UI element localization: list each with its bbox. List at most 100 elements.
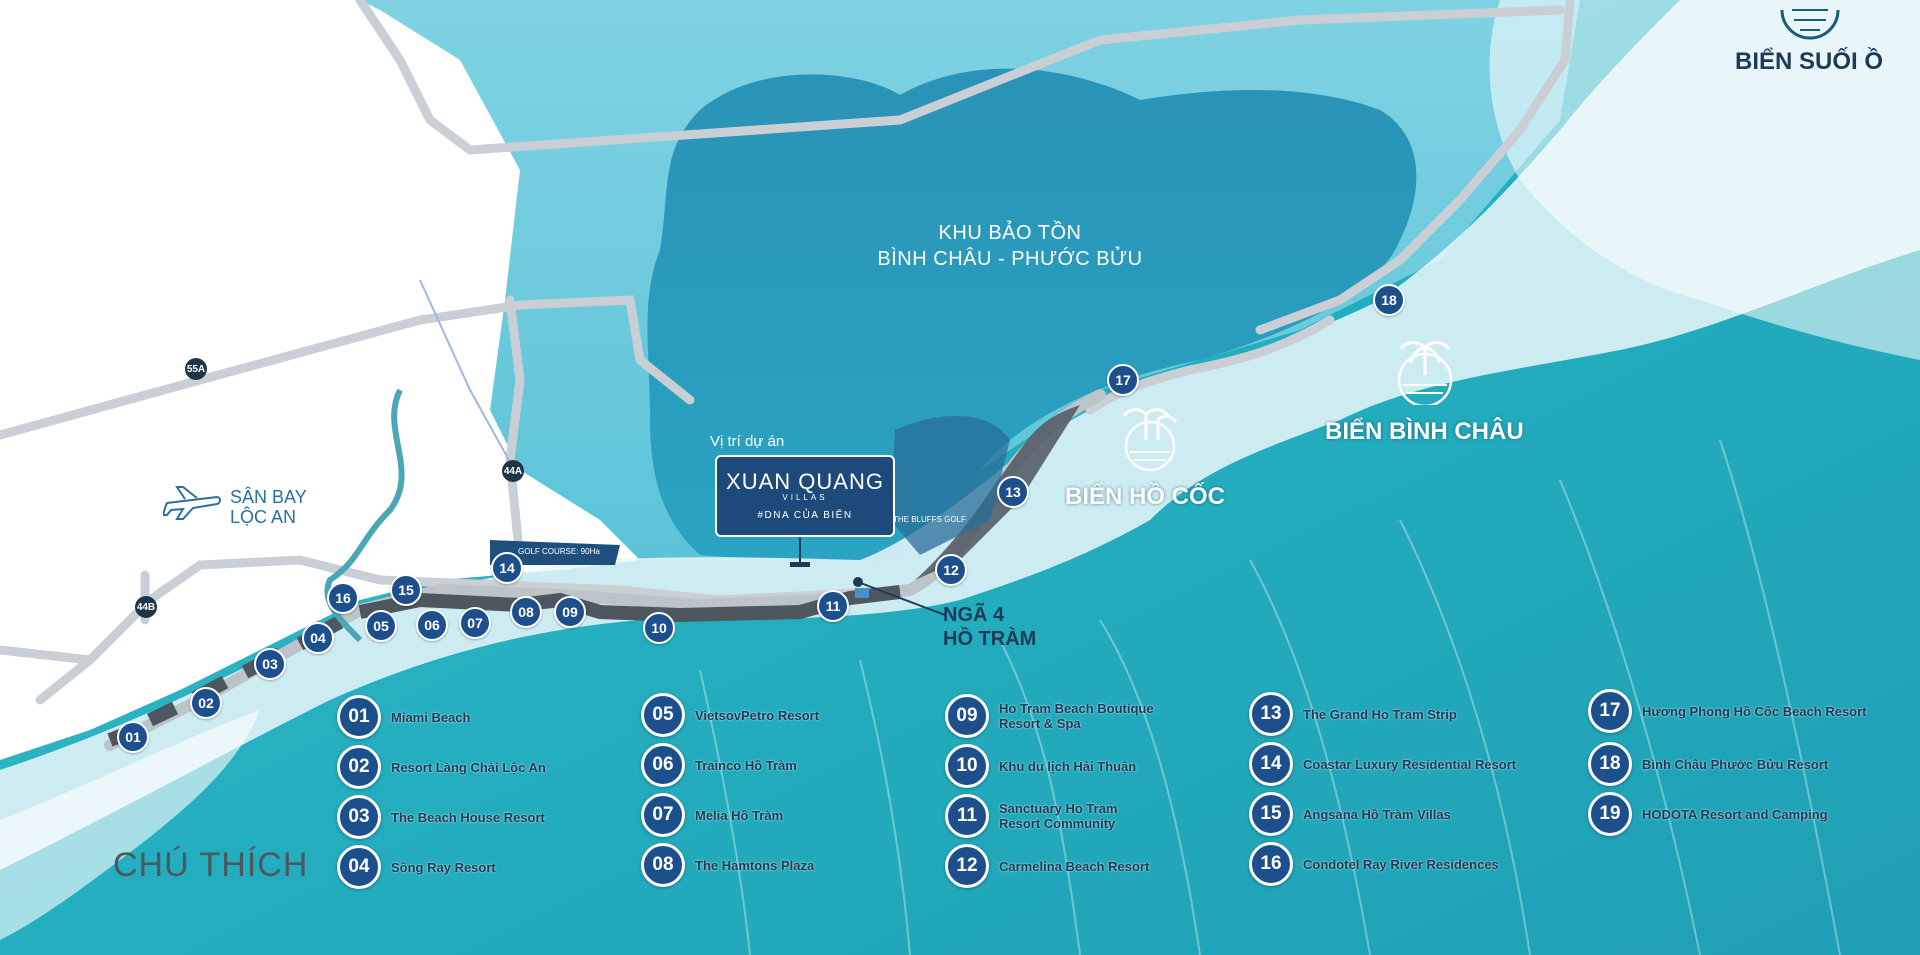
legend-item-16: 16 Condotel Ray River Residences bbox=[1249, 842, 1499, 886]
map-marker-06[interactable]: 06 bbox=[416, 609, 448, 641]
beach-label-suoi-o: BIỂN SUỐI Ồ bbox=[1735, 48, 1884, 75]
legend-number: 13 bbox=[1249, 692, 1293, 736]
legend-label: Condotel Ray River Residences bbox=[1303, 856, 1499, 872]
golf-course-area bbox=[490, 540, 620, 565]
legend-label: Ho Tram Beach Boutique Resort & Spa bbox=[999, 701, 1154, 731]
legend-label: Khu du lịch Hải Thuận bbox=[999, 758, 1137, 774]
legend-item-14: 14 Coastar Luxury Residential Resort bbox=[1249, 742, 1516, 786]
legend-item-04: 04 Sông Ray Resort bbox=[337, 845, 496, 889]
project-name: XUAN QUANG bbox=[726, 469, 884, 494]
legend-number: 03 bbox=[337, 795, 381, 839]
surf-foam-sw bbox=[0, 710, 260, 940]
bluffs-golf-area bbox=[890, 416, 1010, 555]
map-marker-08[interactable]: 08 bbox=[510, 596, 542, 628]
legend-item-01: 01 Miami Beach bbox=[337, 695, 470, 739]
surf-foam-ne bbox=[1489, 0, 1920, 360]
golf-course-label: GOLF COURSE: 90Ha bbox=[518, 547, 600, 556]
project-box[interactable]: XUAN QUANG VILLAS #DNA CỦA BIỂN bbox=[715, 455, 895, 537]
reserve-area bbox=[647, 68, 1417, 565]
legend-number: 12 bbox=[945, 844, 989, 888]
legend-number: 18 bbox=[1588, 742, 1632, 786]
legend-number: 10 bbox=[945, 744, 989, 788]
legend-item-06: 06 Trainco Hồ Tràm bbox=[641, 743, 797, 787]
map-marker-16[interactable]: 16 bbox=[327, 582, 359, 614]
legend-label: The Beach House Resort bbox=[391, 809, 545, 825]
map-marker-09[interactable]: 09 bbox=[554, 596, 586, 628]
legend-item-05: 05 VietsovPetro Resort bbox=[641, 693, 819, 737]
beach-palm-icon bbox=[1397, 341, 1453, 405]
legend-item-07: 07 Melia Hồ Tràm bbox=[641, 793, 783, 837]
legend-item-08: 08 The Hamtons Plaza bbox=[641, 843, 814, 887]
legend-number: 15 bbox=[1249, 792, 1293, 836]
project-pin-base bbox=[790, 562, 810, 567]
map-marker-14[interactable]: 14 bbox=[491, 552, 523, 584]
map-marker-05[interactable]: 05 bbox=[365, 610, 397, 642]
legend-item-19: 19 HODOTA Resort and Camping bbox=[1588, 792, 1828, 836]
legend-label: Melia Hồ Tràm bbox=[695, 807, 784, 823]
wave-icon bbox=[1780, 9, 1840, 40]
legend-label: VietsovPetro Resort bbox=[695, 707, 820, 723]
legend-label: Resort Làng Chài Lộc An bbox=[391, 759, 546, 775]
beach-palm-icon bbox=[1122, 408, 1178, 472]
legend-number: 09 bbox=[945, 694, 989, 738]
legend-number: 17 bbox=[1588, 689, 1632, 733]
blue-road bbox=[419, 279, 521, 481]
legend-number: 16 bbox=[1249, 842, 1293, 886]
bluffs-golf-label: THE BLUFFS GOLF bbox=[893, 515, 966, 524]
junction-leader bbox=[857, 581, 946, 616]
legend-label: Bình Châu Phước Bửu Resort bbox=[1642, 756, 1829, 772]
road-badge-44a: 44A bbox=[502, 460, 524, 482]
legend-label: Angsana Hồ Tràm Villas bbox=[1303, 806, 1451, 822]
map-marker-17[interactable]: 17 bbox=[1107, 364, 1139, 396]
legend-number: 01 bbox=[337, 695, 381, 739]
map-marker-13[interactable]: 13 bbox=[997, 476, 1029, 508]
map-marker-11[interactable]: 11 bbox=[817, 590, 849, 622]
road-badge-44b: 44B bbox=[135, 596, 157, 618]
legend-number: 05 bbox=[641, 693, 685, 737]
beach-label-binh-chau: BIỂN BÌNH CHÂU bbox=[1325, 418, 1524, 445]
map-marker-04[interactable]: 04 bbox=[302, 622, 334, 654]
legend-label: HODOTA Resort and Camping bbox=[1642, 806, 1828, 822]
airplane-icon bbox=[163, 486, 221, 520]
map-marker-02[interactable]: 02 bbox=[190, 687, 222, 719]
airport-label: SÂN BAY LỘC AN bbox=[230, 487, 307, 527]
map-marker-07[interactable]: 07 bbox=[459, 607, 491, 639]
legend-number: 04 bbox=[337, 845, 381, 889]
legend-number: 11 bbox=[945, 794, 989, 838]
legend-item-09: 09 Ho Tram Beach Boutique Resort & Spa bbox=[945, 694, 1154, 738]
legend-item-03: 03 The Beach House Resort bbox=[337, 795, 545, 839]
legend-item-18: 18 Bình Châu Phước Bửu Resort bbox=[1588, 742, 1828, 786]
legend-number: 06 bbox=[641, 743, 685, 787]
legend-label: Sông Ray Resort bbox=[391, 859, 496, 875]
wave-streaks bbox=[699, 439, 1841, 955]
legend-item-15: 15 Angsana Hồ Tràm Villas bbox=[1249, 792, 1451, 836]
junction-label: NGÃ 4 HỒ TRÀM bbox=[943, 604, 1037, 650]
map-marker-12[interactable]: 12 bbox=[935, 554, 967, 586]
map-marker-10[interactable]: 10 bbox=[643, 612, 675, 644]
legend-number: 19 bbox=[1588, 792, 1632, 836]
legend-number: 14 bbox=[1249, 742, 1293, 786]
legend-label: Coastar Luxury Residential Resort bbox=[1303, 756, 1517, 772]
legend-label: Trainco Hồ Tràm bbox=[695, 757, 797, 773]
map-marker-15[interactable]: 15 bbox=[390, 574, 422, 606]
junction-pad bbox=[855, 588, 869, 598]
project-tagline: #DNA CỦA BIỂN bbox=[757, 510, 853, 521]
map-marker-18[interactable]: 18 bbox=[1373, 284, 1405, 316]
legend-number: 07 bbox=[641, 793, 685, 837]
reserve-label: KHU BẢO TỒN BÌNH CHÂU - PHƯỚC BỬU bbox=[877, 222, 1143, 270]
road-badge-55a: 55A bbox=[185, 358, 207, 380]
project-sub: VILLAS bbox=[782, 493, 828, 502]
legend-item-10: 10 Khu du lịch Hải Thuận bbox=[945, 744, 1136, 788]
legend-label: The Hamtons Plaza bbox=[695, 857, 815, 873]
map-marker-03[interactable]: 03 bbox=[254, 648, 286, 680]
map-marker-01[interactable]: 01 bbox=[117, 721, 149, 753]
legend-number: 08 bbox=[641, 843, 685, 887]
legend-label: Miami Beach bbox=[391, 709, 471, 725]
mainland bbox=[0, 0, 640, 760]
